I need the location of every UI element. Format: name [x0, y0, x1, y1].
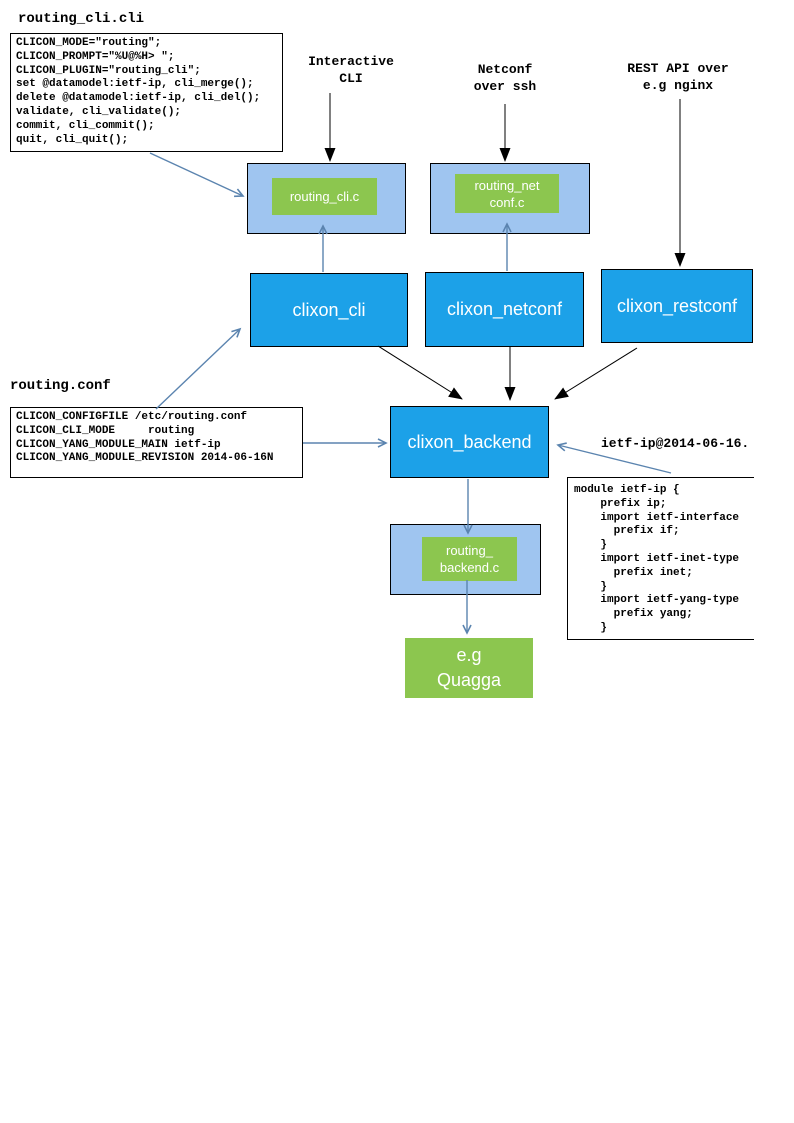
quagga-box: e.g Quagga	[405, 638, 533, 698]
routing-cli-file-title: routing_cli.cli	[18, 11, 145, 27]
arrow-conf-file-to-clixon-cli	[155, 327, 242, 410]
arrow-cli-file-to-cli-plugin	[149, 152, 245, 198]
routing-netconf-c-box: routing_net conf.c	[455, 174, 559, 213]
routing-conf-code-box: CLICON_CONFIGFILE /etc/routing.conf CLIC…	[10, 407, 303, 478]
routing-cli-code-box: CLICON_MODE="routing"; CLICON_PROMPT="%U…	[10, 33, 283, 152]
arrow-cli-to-backend	[377, 345, 463, 400]
clixon-backend-box: clixon_backend	[390, 406, 549, 478]
yang-file-title: ietf-ip@2014-06-16.	[601, 436, 750, 451]
clixon-cli-box: clixon_cli	[250, 273, 408, 347]
netconf-over-ssh-label: Netconf over ssh	[473, 62, 537, 94]
clixon-netconf-box: clixon_netconf	[425, 272, 584, 347]
interactive-cli-label: Interactive CLI	[308, 54, 394, 86]
yang-module-code-box: module ietf-ip { prefix ip; import ietf-…	[567, 477, 754, 640]
arrow-restconf-to-backend	[554, 347, 638, 400]
routing-conf-file-title: routing.conf	[10, 378, 111, 394]
rest-api-label: REST API over e.g nginx	[627, 61, 729, 93]
clixon-restconf-box: clixon_restconf	[601, 269, 753, 343]
routing-cli-c-box: routing_cli.c	[272, 178, 377, 215]
routing-backend-c-box: routing_ backend.c	[422, 537, 517, 581]
